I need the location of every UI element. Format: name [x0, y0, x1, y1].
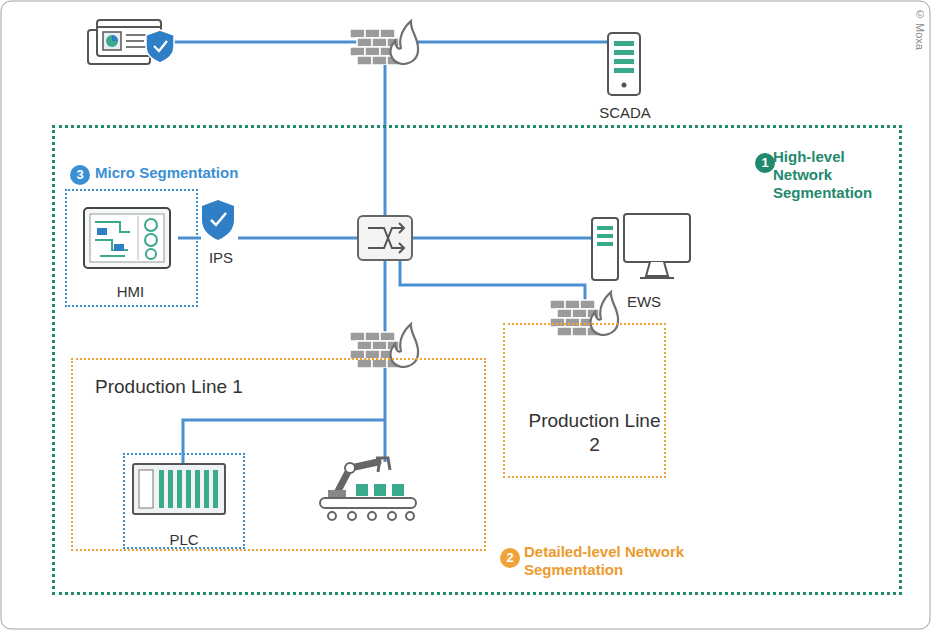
firewall — [350, 21, 418, 65]
ips-shield — [202, 200, 234, 240]
node-box: EWS — [588, 213, 700, 313]
node-box: PLC — [123, 453, 245, 549]
callout-number: 3 — [70, 165, 90, 185]
firewall — [350, 324, 418, 368]
node-box: IPS — [201, 201, 241, 269]
node-label: Micro Segmentation — [95, 164, 238, 182]
monitor-console — [88, 20, 174, 64]
node-label: HMI — [83, 283, 178, 301]
node-box: 1High-level Network Segmentation3Micro S… — [52, 125, 902, 595]
watermark: © Moxa — [911, 8, 929, 50]
network-wires — [165, 42, 610, 464]
node-label: Production Line 1 — [95, 378, 243, 396]
workstation-icon — [592, 214, 690, 280]
node-label: SCADA — [585, 104, 665, 122]
node-label: EWS — [588, 293, 700, 311]
server-icon — [608, 33, 640, 95]
callout-number: 2 — [500, 548, 520, 568]
node-box: Production Line 2 — [503, 323, 666, 478]
node-box: Production Line 1 PLC — [71, 358, 486, 551]
node-box: HMI — [83, 205, 178, 303]
node-label: Production Line 2 — [525, 409, 664, 457]
robot-conveyor — [320, 458, 416, 520]
node-label: IPS — [201, 249, 241, 267]
node-box: SCADA — [585, 28, 665, 124]
node-label: High-level Network Segmentation — [773, 148, 899, 202]
callout-number: 1 — [755, 153, 775, 173]
node-label: PLC — [125, 531, 243, 549]
plc-icon — [133, 464, 225, 514]
firewall — [550, 292, 618, 336]
node-box: 3Micro SegmentationHMI — [65, 189, 198, 307]
switch-icon — [358, 216, 412, 260]
region-label: Detailed-level Network Segmentation — [524, 543, 709, 579]
hmi-icon — [84, 208, 170, 268]
